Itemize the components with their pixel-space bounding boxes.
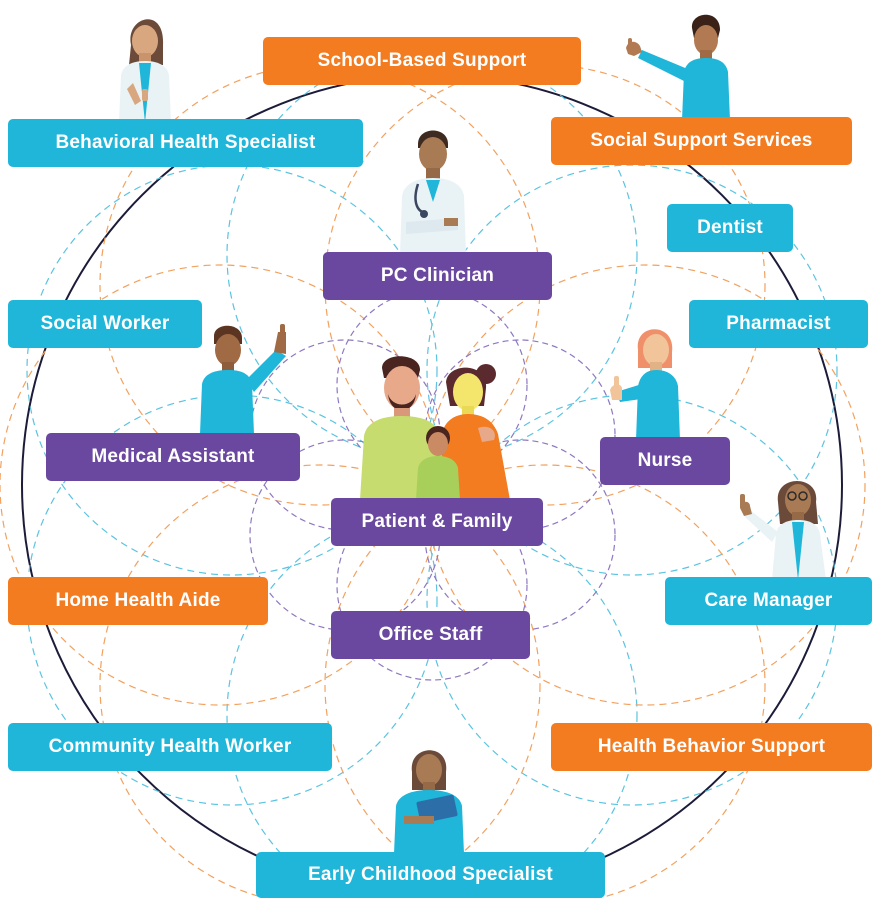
early-childhood-specialist-label: Early Childhood Specialist xyxy=(256,852,605,898)
social-support-services-label: Social Support Services xyxy=(551,117,852,165)
social-support-services-figure xyxy=(626,14,730,120)
medical-assistant-text: Medical Assistant xyxy=(91,446,255,467)
pc-clinician-figure xyxy=(400,130,466,254)
community-health-worker-label: Community Health Worker xyxy=(8,723,332,771)
care-manager-figure xyxy=(740,481,826,580)
pharmacist-text: Pharmacist xyxy=(726,313,831,334)
health-behavior-support-text: Health Behavior Support xyxy=(597,736,826,757)
social-worker-label: Social Worker xyxy=(8,300,202,348)
care-manager-label: Care Manager xyxy=(665,577,872,625)
medical-assistant-label: Medical Assistant xyxy=(46,433,300,481)
nurse-label: Nurse xyxy=(600,437,730,485)
school-based-support-label: School-Based Support xyxy=(263,37,581,85)
behavioral-health-specialist-label: Behavioral Health Specialist xyxy=(8,119,363,167)
community-health-worker-text: Community Health Worker xyxy=(48,736,292,757)
pharmacist-label: Pharmacist xyxy=(689,300,868,348)
social-support-services-text: Social Support Services xyxy=(590,130,813,151)
office-staff-text: Office Staff xyxy=(378,624,483,645)
medical-assistant-figure xyxy=(200,324,286,434)
dentist-label: Dentist xyxy=(667,204,793,252)
pc-clinician-label: PC Clinician xyxy=(323,252,552,300)
patient-family-figure xyxy=(360,356,510,500)
early-childhood-specialist-figure xyxy=(394,750,464,854)
nurse-figure xyxy=(610,329,680,440)
office-staff-label: Office Staff xyxy=(331,611,530,659)
dentist-text: Dentist xyxy=(697,217,763,238)
school-based-support-text: School-Based Support xyxy=(317,50,527,71)
patient-family-label: Patient & Family xyxy=(331,498,543,546)
behavioral-health-specialist-figure xyxy=(119,19,171,123)
social-worker-text: Social Worker xyxy=(40,313,170,334)
health-behavior-support-label: Health Behavior Support xyxy=(551,723,872,771)
behavioral-health-specialist-text: Behavioral Health Specialist xyxy=(55,132,316,153)
home-health-aide-text: Home Health Aide xyxy=(55,590,221,611)
pc-clinician-text: PC Clinician xyxy=(380,265,495,286)
early-childhood-specialist-text: Early Childhood Specialist xyxy=(308,864,553,885)
home-health-aide-label: Home Health Aide xyxy=(8,577,268,625)
nurse-text: Nurse xyxy=(637,450,693,471)
patient-family-text: Patient & Family xyxy=(361,511,513,532)
care-manager-text: Care Manager xyxy=(704,590,833,611)
